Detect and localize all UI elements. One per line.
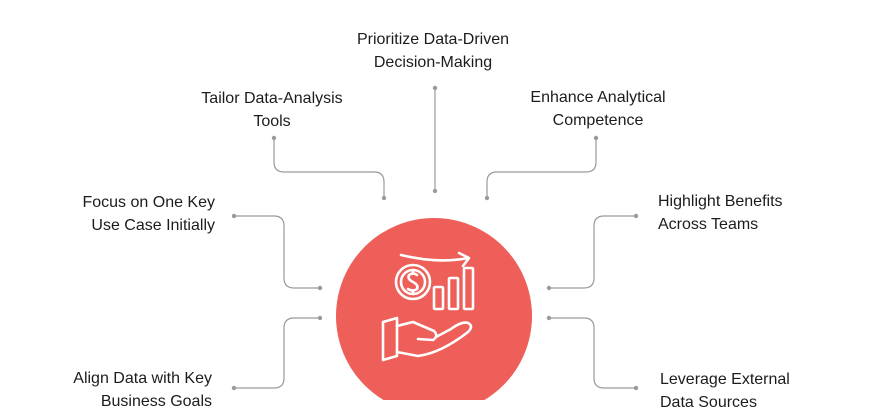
item-mid-right: Highlight Benefits Across Teams (658, 190, 858, 236)
connector-mid-left (234, 215, 320, 289)
item-lower-right-line-1: Leverage External (660, 371, 790, 388)
connector-dots (231, 85, 639, 391)
connector-dot (546, 315, 552, 321)
item-mid-right-line-1: Highlight Benefits (658, 193, 783, 210)
connector-dot (271, 135, 277, 141)
connector-dot (633, 385, 639, 391)
connector-upper-left (273, 138, 385, 198)
mind-map-diagram (231, 85, 639, 400)
item-upper-left: Tailor Data-Analysis Tools (172, 87, 372, 133)
connector-dot (381, 195, 387, 201)
item-upper-right-line-2: Competence (552, 112, 644, 129)
connector-dot (484, 195, 490, 201)
connector-lower-left (234, 317, 320, 389)
item-upper-right: Enhance Analytical Competence (498, 86, 698, 132)
item-lower-left-line-2: Business Goals (100, 393, 212, 410)
item-mid-left-line-1: Focus on One Key (82, 194, 215, 211)
item-upper-right-line-1: Enhance Analytical (530, 89, 666, 106)
connector-upper-right (486, 138, 597, 198)
item-lower-left: Align Data with Key Business Goals (12, 367, 212, 413)
item-top: Prioritize Data-Driven Decision-Making (333, 28, 533, 74)
connector-dot (546, 285, 552, 291)
connector-lines (234, 88, 636, 389)
item-upper-left-line-1: Tailor Data-Analysis (201, 90, 343, 107)
item-lower-right: Leverage External Data Sources (660, 368, 860, 414)
connector-dot (432, 188, 438, 194)
money-growth-hand-icon (381, 251, 475, 362)
connector-lower-right (549, 317, 636, 389)
connector-mid-right (549, 215, 636, 289)
item-mid-left-line-2: Use Case Initially (91, 217, 215, 234)
connector-dot (593, 135, 599, 141)
item-upper-left-line-2: Tools (253, 113, 291, 130)
connector-dot (231, 385, 237, 391)
connector-dot (633, 213, 639, 219)
item-lower-right-line-2: Data Sources (660, 394, 757, 411)
item-top-line-2: Decision-Making (373, 54, 493, 71)
connector-dot (231, 213, 237, 219)
connector-dot (432, 85, 438, 91)
item-mid-right-line-2: Across Teams (658, 216, 759, 233)
item-lower-left-line-1: Align Data with Key (73, 370, 212, 387)
item-top-line-1: Prioritize Data-Driven (356, 31, 510, 48)
item-mid-left: Focus on One Key Use Case Initially (15, 191, 215, 237)
connector-dot (317, 285, 323, 291)
connector-dot (317, 315, 323, 321)
